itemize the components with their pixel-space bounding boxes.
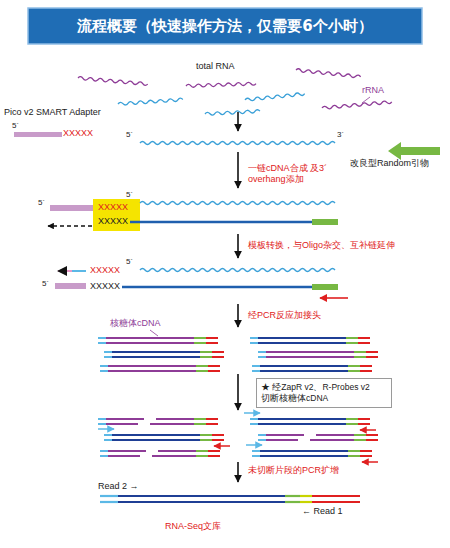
step-arrow [237,234,239,258]
oligo-segment [58,270,72,272]
end-marker: 5´ [126,257,133,267]
primer-label: 改良型Random引物 [350,158,429,169]
step-arrow [237,304,239,327]
insert-segment [118,501,285,503]
rna-strand [118,98,183,106]
first-strand-cdna [130,221,312,224]
random-primer-arrow [388,142,440,160]
adapter-segment [312,495,360,497]
end-marker: 5´ [38,198,45,208]
mrna-cdna-fragment [252,366,372,371]
step-label: 模板转换，与Oligo杂交、互补链延伸 [248,240,395,251]
rrna-cdna-fragment [98,338,218,343]
cut-fragment [98,419,218,424]
primed-fragment [98,429,230,446]
process-box: ★ 经ZapR v2、R-Probes v2 切断核糖体cDNA [256,378,392,408]
end-marker: 5´ [126,190,133,200]
rrna-strand [78,77,148,86]
oligo-segment [72,270,86,272]
rna-strand [205,110,260,116]
end-marker: 5´ [126,130,133,140]
adapter-sequence: XXXXX [63,128,93,139]
title-banner [28,8,422,44]
adapter-segment [312,501,360,503]
step-arrows [237,112,239,482]
rna-strand [245,92,305,101]
step-label: 一链cDNA合成 及3´ overhang添加 [248,163,340,185]
hybrid-highlight [93,199,140,231]
adapter-bar [55,283,86,289]
leader-line [150,330,158,336]
rrna-strand [296,69,361,79]
end-marker: 3´ [337,130,344,140]
end-marker: 5´ [12,121,19,131]
box-text: ★ 经ZapR v2、R-Probes v2 切断核糖体cDNA [261,382,387,404]
rna-template [140,142,335,145]
cut-fragment [258,435,378,440]
title-text: 流程概要（快速操作方法，仅需要6个小时） [28,8,422,44]
step-arrow [237,112,239,131]
overhang-sequence: XXXXX [98,216,128,227]
primed-fragment [244,413,376,430]
pcr-primer [320,297,348,299]
library-label: RNA-Seq文库 [165,521,221,532]
adapter-segment [100,501,118,503]
rrna-cdna-fragment [258,352,378,357]
random-primer [312,219,338,225]
adapter-label: Pico v2 SMART Adapter [4,107,101,118]
adapter-bar [50,205,93,211]
first-strand-cdna [122,286,312,289]
insert-segment [118,495,285,497]
step-arrow [237,462,239,482]
rrna-strand [186,82,256,87]
step-arrow [237,152,239,188]
rna-template [140,269,335,272]
overhang-sequence: XXXXX [90,281,120,292]
leader-line [362,97,370,103]
read-label: Read 2 → [98,481,139,492]
mrna-cdna-fragment [104,352,224,357]
mrna-cdna-fragment [250,338,370,343]
primed-fragment [246,445,378,462]
rrna-cdna-fragment [100,366,220,371]
index-segment [300,495,312,497]
index-segment [285,501,300,503]
rrna-cdna-label: 核糖体cDNA [110,318,161,329]
random-primer [312,284,338,290]
step-arrow [237,374,239,410]
adapter-segment [100,495,118,497]
index-segment [285,495,300,497]
adapter-sequence: XXXXX [98,202,128,213]
library-molecule [100,496,360,502]
rna-template [140,202,335,205]
oligo-sequence: XXXXX [90,265,120,276]
rrna-label: rRNA [362,85,384,96]
index-segment [300,501,312,503]
step-label: 未切断片段的PCR扩增 [248,465,339,476]
extension-arrow [48,225,92,226]
rrna-strand [322,100,392,109]
end-marker: 5´ [42,279,49,289]
sample-label: total RNA [196,61,235,72]
step-label: 经PCR反应加接头 [248,310,321,321]
read-label: ← Read 1 [302,506,343,517]
adapter-bar [14,132,62,137]
total-rna [78,69,392,116]
cut-fragment [100,451,220,456]
